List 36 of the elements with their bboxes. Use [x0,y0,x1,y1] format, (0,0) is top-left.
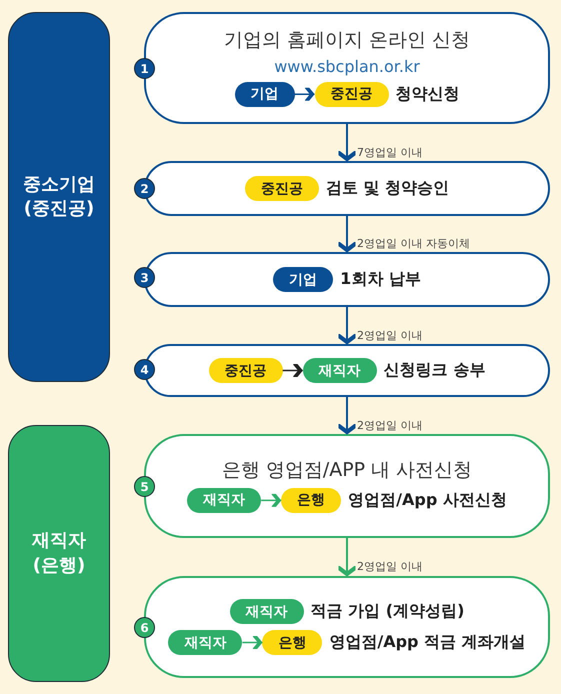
step-number: 2 [134,178,155,199]
actor-tag: 기업 [234,82,294,107]
step-title: 기업의 홈페이지 온라인 신청 [224,29,470,52]
step-action: 적금 가입 (계약성립) [310,601,464,622]
actor-tag: 은행 [262,630,322,655]
step-action: 검토 및 청약승인 [326,178,450,199]
actor-band [8,12,110,382]
step-number: 5 [134,476,155,497]
step-action: 영업점/App 사전신청 [348,490,507,511]
step-number: 3 [134,267,155,288]
step-title: 은행 영업점/APP 내 사전신청 [222,459,472,482]
edge-label: 7영업일 이내 [357,144,422,160]
edge-label: 2영업일 이내 [357,328,422,342]
actor-tag: 은행 [281,488,342,513]
edge-label: 2영업일 이내 [357,559,422,574]
actor-label: 재직자 (은행) [30,529,87,578]
actor-tag: 중진공 [244,176,319,201]
edge-label: 2영업일 이내 자동이체 [357,236,470,251]
step-action: 영업점/App 적금 계좌개설 [329,632,526,653]
actor-tag: 재직자 [187,488,262,513]
step-action: 청약신청 [396,84,460,105]
actor-tag: 기업 [273,267,334,292]
step-action: 신청링크 송부 [384,360,486,381]
step-number: 1 [134,58,155,79]
step-number: 4 [134,359,155,380]
actor-tag: 중진공 [208,358,283,383]
actor-band [8,425,110,682]
actor-label: 중소기업 (중진공) [22,172,96,221]
web-address: www.sbcplan.or.kr [274,58,420,76]
actor-tag: 재직자 [230,599,304,624]
actor-tag: 재직자 [302,358,377,383]
edge-label: 2영업일 이내 [357,418,422,432]
step-action: 1회차 납부 [340,269,421,290]
actor-tag: 중진공 [314,82,388,107]
step-number: 6 [134,617,155,638]
actor-tag: 재직자 [168,630,242,655]
